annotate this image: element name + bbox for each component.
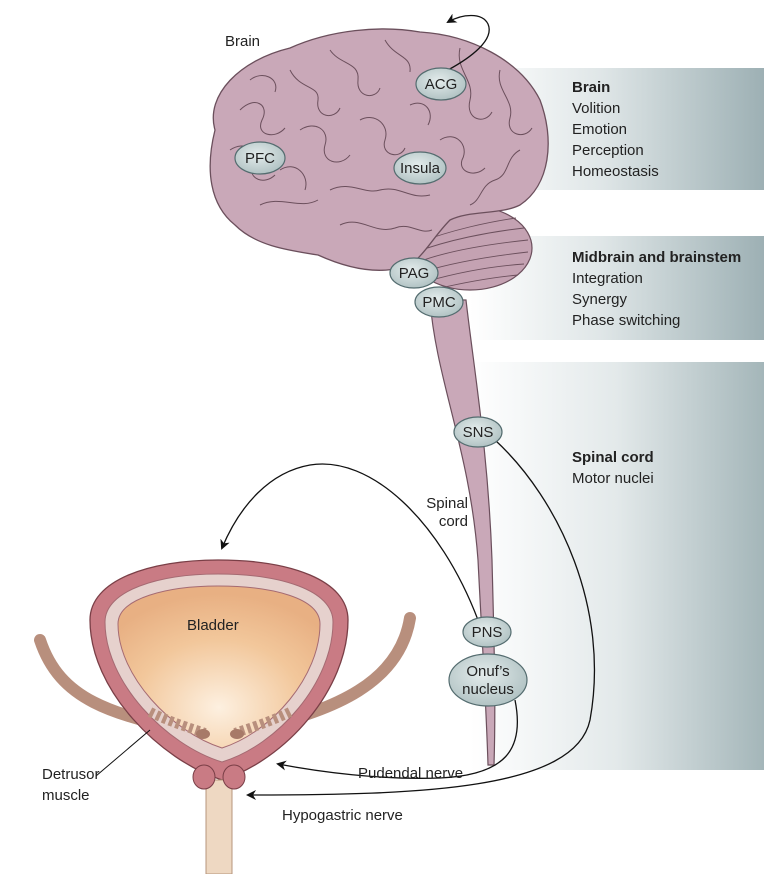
node-pmc: PMC bbox=[414, 286, 464, 318]
node-sns: SNS bbox=[453, 416, 503, 448]
brain-gyri bbox=[229, 39, 533, 232]
bladder-lumen bbox=[117, 585, 321, 749]
left-sphincter bbox=[192, 764, 216, 790]
brain-label: Brain bbox=[225, 33, 260, 50]
hypogastric-nerve-label: Hypogastric nerve bbox=[282, 807, 403, 824]
right-ureter-inner bbox=[233, 707, 293, 738]
brain-panel-item: Emotion bbox=[572, 121, 627, 138]
right-ureter-orifice bbox=[230, 729, 244, 739]
spinal-panel-bg bbox=[470, 362, 764, 770]
spinal-cord-label-2: cord bbox=[439, 513, 468, 530]
pudendal-pathway bbox=[276, 699, 519, 779]
node-pag-label: PAG bbox=[399, 265, 430, 282]
brain-panel-item: Volition bbox=[572, 100, 620, 117]
node-onuf-label-2: nucleus bbox=[462, 681, 514, 698]
detrusor-pointer bbox=[95, 729, 151, 777]
node-pag: PAG bbox=[389, 257, 439, 289]
midbrain-panel-item: Phase switching bbox=[572, 312, 680, 329]
urethra bbox=[205, 779, 233, 874]
spinal-cord-label-1: Spinal bbox=[426, 495, 468, 512]
node-pfc-label: PFC bbox=[245, 150, 275, 167]
brain-panel-item: Perception bbox=[572, 142, 644, 159]
bladder-label: Bladder bbox=[187, 617, 239, 634]
left-ureter-orifice bbox=[196, 729, 210, 739]
spinal-panel-item: Motor nuclei bbox=[572, 470, 654, 487]
pudendal-nerve-label: Pudendal nerve bbox=[358, 765, 463, 782]
left-ureter-inner bbox=[147, 707, 207, 738]
node-pns: PNS bbox=[462, 616, 512, 648]
right-sphincter bbox=[222, 764, 246, 790]
detrusor-label-1: Detrusor bbox=[42, 766, 100, 783]
node-acg-label: ACG bbox=[425, 76, 458, 93]
detrusor-label-2: muscle bbox=[42, 787, 90, 804]
node-insula-label: Insula bbox=[400, 160, 441, 177]
midbrain-panel-item: Integration bbox=[572, 270, 643, 287]
node-onuf-label-1: Onuf’s bbox=[466, 663, 509, 680]
acg-loop-arrow bbox=[446, 13, 490, 71]
spinal-panel-title: Spinal cord bbox=[572, 449, 654, 466]
node-pmc-label: PMC bbox=[422, 294, 456, 311]
node-insula: Insula bbox=[393, 151, 447, 185]
hypogastric-pathway bbox=[246, 439, 596, 800]
pelvic-pathway bbox=[220, 463, 479, 621]
node-pns-label: PNS bbox=[472, 624, 503, 641]
brain-panel-item: Homeostasis bbox=[572, 163, 659, 180]
midbrain-panel-title: Midbrain and brainstem bbox=[572, 249, 741, 266]
node-sns-label: SNS bbox=[463, 424, 494, 441]
node-pfc: PFC bbox=[234, 141, 286, 175]
midbrain-panel-item: Synergy bbox=[572, 291, 628, 308]
node-acg: ACG bbox=[415, 67, 467, 101]
brain-panel-title: Brain bbox=[572, 79, 610, 96]
node-onufs-nucleus: Onuf’s nucleus bbox=[448, 653, 528, 707]
